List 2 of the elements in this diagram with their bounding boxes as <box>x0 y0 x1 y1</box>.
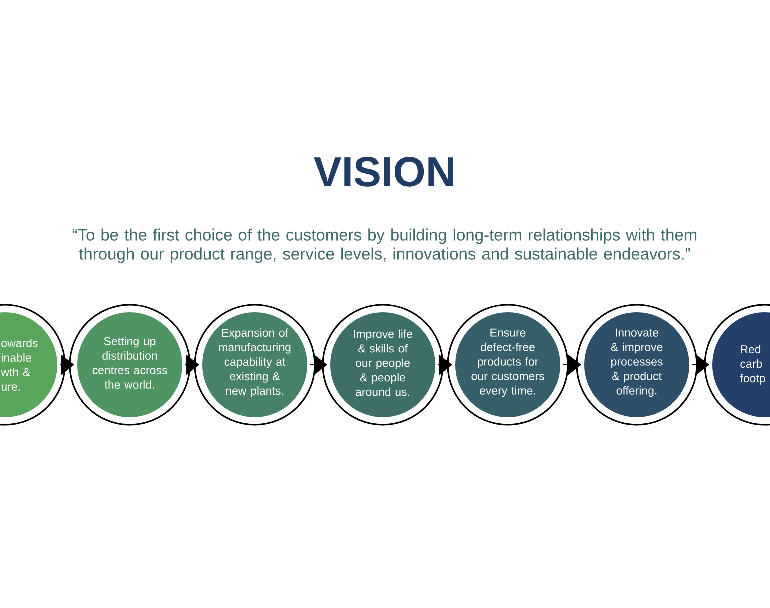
title: VISION <box>314 157 454 187</box>
quote-text: “To be the first choice of the customers by building long-term relationships with them through our product range, service levels, innovations and sustainable endeavors.” <box>72 228 697 264</box>
